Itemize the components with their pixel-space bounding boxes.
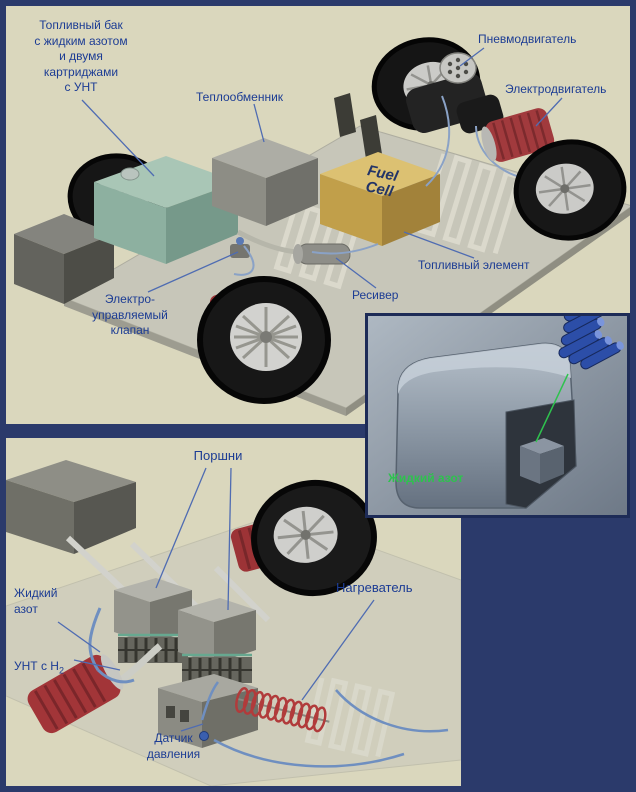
inner-cartridge bbox=[520, 438, 564, 484]
cables bbox=[233, 95, 527, 276]
wheel-front-left bbox=[197, 276, 331, 404]
left-equipment-box bbox=[14, 214, 114, 304]
pressure-sensor-render bbox=[199, 731, 209, 741]
electric-motor-label: Электродвигатель bbox=[505, 82, 607, 96]
inset-scene bbox=[368, 316, 627, 515]
bottom-panel: Поршни Жидкий азот УНТ с H2 Нагреватель … bbox=[6, 438, 461, 786]
fuel-cell-render bbox=[320, 152, 440, 246]
manifold-box bbox=[158, 674, 258, 748]
nitrogen-tubes bbox=[88, 607, 449, 768]
pressure-sensor-label: Датчик давления bbox=[146, 731, 201, 761]
cnt-h2-subscript: 2 bbox=[58, 664, 64, 675]
pointer-lines bbox=[81, 47, 563, 293]
heater-coil-render bbox=[235, 687, 330, 733]
heat-exchanger-label: Теплообменник bbox=[196, 90, 284, 104]
radiator-fins bbox=[334, 93, 382, 159]
heater-label: Нагреватель bbox=[336, 580, 413, 595]
cryo-motor-render bbox=[27, 643, 163, 734]
equipment-box bbox=[6, 460, 136, 554]
wheel bbox=[251, 479, 377, 597]
cnt-h2-label: УНТ с H2 bbox=[14, 643, 64, 677]
inset-panel: Жидкий азот bbox=[365, 313, 630, 518]
liquid-nitrogen-label: Жидкий азот bbox=[14, 586, 58, 616]
nitrogen-tank-render bbox=[395, 342, 577, 509]
bottom-scene bbox=[6, 460, 461, 786]
pistons-label: Поршни bbox=[193, 448, 243, 463]
cooling-serpentine bbox=[304, 677, 396, 758]
piston-2 bbox=[178, 598, 256, 683]
heat-exchanger-render bbox=[212, 138, 318, 226]
fuel-tank-label: Топливный бак с жидким азотом и двумя ка… bbox=[34, 18, 128, 95]
valve-label: Электро- управляемый клапан bbox=[92, 292, 168, 338]
inset-liquid-nitrogen-label: Жидкий азот bbox=[388, 471, 464, 485]
pointer-lines bbox=[57, 467, 375, 732]
nanotube-bundle-render bbox=[558, 316, 624, 370]
pneumatic-motor-label: Пневмодвигатель bbox=[478, 32, 577, 46]
perforated-cap-holes bbox=[447, 57, 469, 79]
top-scene bbox=[14, 37, 630, 416]
pointer-line-green bbox=[535, 373, 569, 443]
cnt-h2-text: УНТ с H bbox=[14, 658, 59, 673]
fuel-cell-element-label: Топливный элемент bbox=[418, 258, 530, 272]
receiver-label: Ресивер bbox=[352, 288, 399, 302]
top-panel: Топливный бак с жидким азотом и двумя ка… bbox=[6, 6, 630, 424]
